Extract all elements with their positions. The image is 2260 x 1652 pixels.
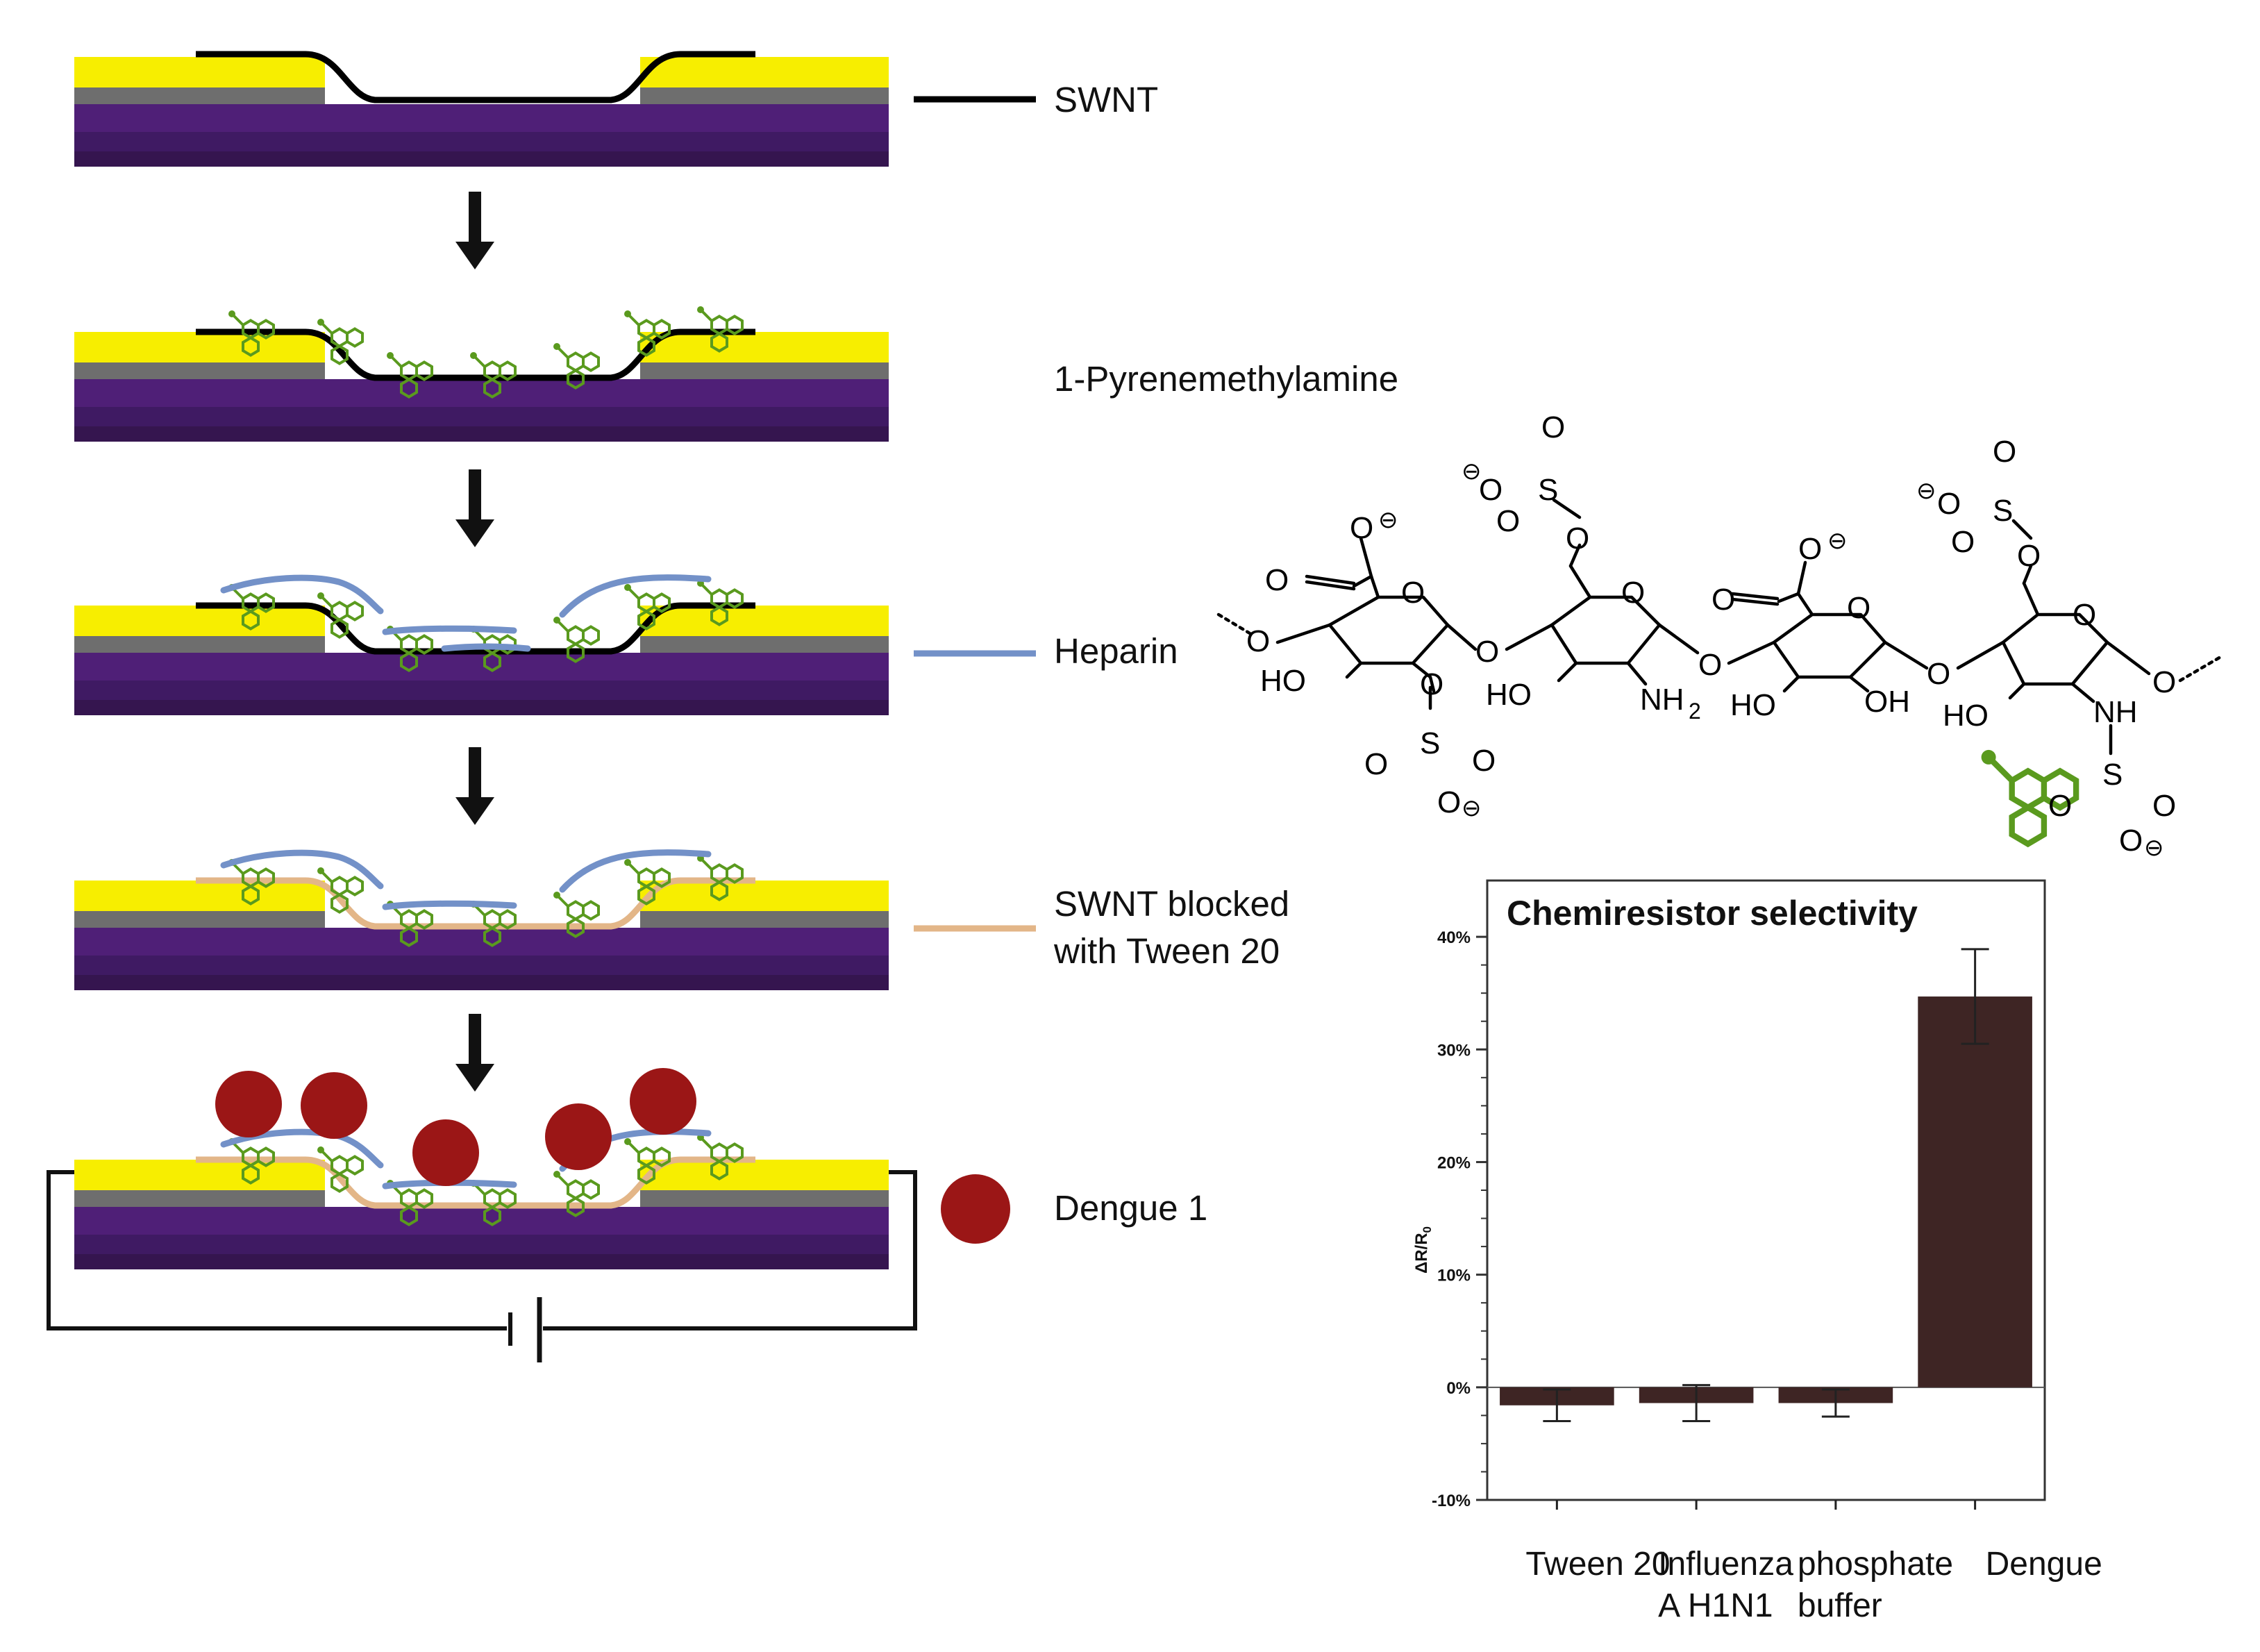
x-category-label: Dengue xyxy=(1986,1546,2102,1583)
atom-o: O xyxy=(1479,473,1503,507)
legend-swnt: SWNT xyxy=(1054,80,1159,119)
atom-o: O xyxy=(1472,744,1496,778)
charge-minus: ⊖ xyxy=(1378,507,1398,533)
y-axis-label: ΔR/R0 xyxy=(1412,1226,1434,1274)
atom-s: S xyxy=(2102,758,2123,792)
atom-o: O xyxy=(2152,789,2176,823)
step-3-heparin xyxy=(74,574,889,715)
y-tick-label: 0% xyxy=(1446,1379,1471,1398)
dengue-legend-circle xyxy=(941,1174,1010,1244)
charge-minus: ⊖ xyxy=(1462,458,1482,485)
y-tick-label: 40% xyxy=(1437,928,1471,947)
y-tick-label: 10% xyxy=(1437,1267,1471,1285)
charge-minus: ⊖ xyxy=(2144,835,2164,861)
atom-o: O xyxy=(1927,657,1950,691)
atom-o: O xyxy=(1496,504,1520,538)
step-1-swnt xyxy=(74,51,889,167)
atom-o: O xyxy=(1566,522,1589,556)
chart-title: Chemiresistor selectivity xyxy=(1507,894,1918,933)
atom-o: O xyxy=(1475,635,1499,669)
atom-o: O xyxy=(1401,576,1425,610)
atom-o: O xyxy=(1698,648,1722,682)
atom-o: O xyxy=(2073,598,2096,632)
atom-s: S xyxy=(1420,726,1440,760)
atom-ho: HO xyxy=(1943,699,1989,733)
step-2-pyrene xyxy=(74,305,889,442)
atom-oh: OH xyxy=(1864,685,1910,719)
x-category-label: Tween 20 xyxy=(1525,1546,1670,1583)
atom-o: O xyxy=(2152,665,2176,699)
legend-heparin: Heparin xyxy=(1054,631,1178,671)
x-category-label: A H1N1 xyxy=(1658,1587,1773,1624)
atom-subscript: 2 xyxy=(1689,699,1701,724)
y-tick-label: 30% xyxy=(1437,1041,1471,1060)
atom-o: O xyxy=(1437,785,1461,819)
x-category-label: Influenza xyxy=(1658,1546,1793,1583)
step-5-dengue-binding xyxy=(47,1068,917,1362)
atom-nh2: NH xyxy=(1640,683,1684,717)
atom-o: O xyxy=(1350,511,1373,545)
atom-o: O xyxy=(2048,789,2072,823)
atom-o: O xyxy=(1937,487,1961,521)
legend-dengue: Dengue 1 xyxy=(1054,1188,1208,1228)
bar xyxy=(1918,996,2032,1387)
charge-minus: ⊖ xyxy=(1916,478,1936,504)
y-tick-label: -10% xyxy=(1432,1492,1471,1510)
atom-o: O xyxy=(2119,824,2143,858)
charge-minus: ⊖ xyxy=(1827,528,1848,554)
circuit-wiring xyxy=(47,1170,917,1330)
atom-o: O xyxy=(1993,435,2016,469)
atom-o: O xyxy=(1951,525,1975,559)
atom-o: O xyxy=(1621,576,1645,610)
atom-o: O xyxy=(2017,539,2041,573)
atom-s: S xyxy=(1993,494,2013,528)
y-tick-label: 20% xyxy=(1437,1153,1471,1172)
legend-blocked-line2: with Tween 20 xyxy=(1054,931,1280,971)
legend-blocked-line1: SWNT blocked xyxy=(1054,884,1290,924)
atom-ho: HO xyxy=(1730,688,1776,722)
atom-o: O xyxy=(1420,667,1443,701)
atom-o: O xyxy=(1364,747,1388,781)
atom-o: O xyxy=(1246,624,1270,658)
atom-o: O xyxy=(1847,591,1870,625)
atom-o: O xyxy=(1711,583,1735,617)
atom-ho: HO xyxy=(1260,664,1306,698)
charge-minus: ⊖ xyxy=(1462,795,1482,821)
atom-o: O xyxy=(1541,410,1565,444)
atom-nh: NH xyxy=(2093,695,2138,729)
atom-ho: HO xyxy=(1486,678,1532,712)
step-4-tween-blocked xyxy=(74,849,889,990)
atom-s: S xyxy=(1538,473,1558,507)
x-category-label: buffer xyxy=(1798,1587,1882,1624)
atom-o: O xyxy=(1265,563,1289,597)
atom-o: O xyxy=(1798,532,1822,566)
dengue-particles xyxy=(215,1068,696,1186)
x-category-label: phosphate xyxy=(1798,1546,1953,1583)
legend-pyrene: 1-Pyrenemethylamine xyxy=(1054,359,1399,399)
